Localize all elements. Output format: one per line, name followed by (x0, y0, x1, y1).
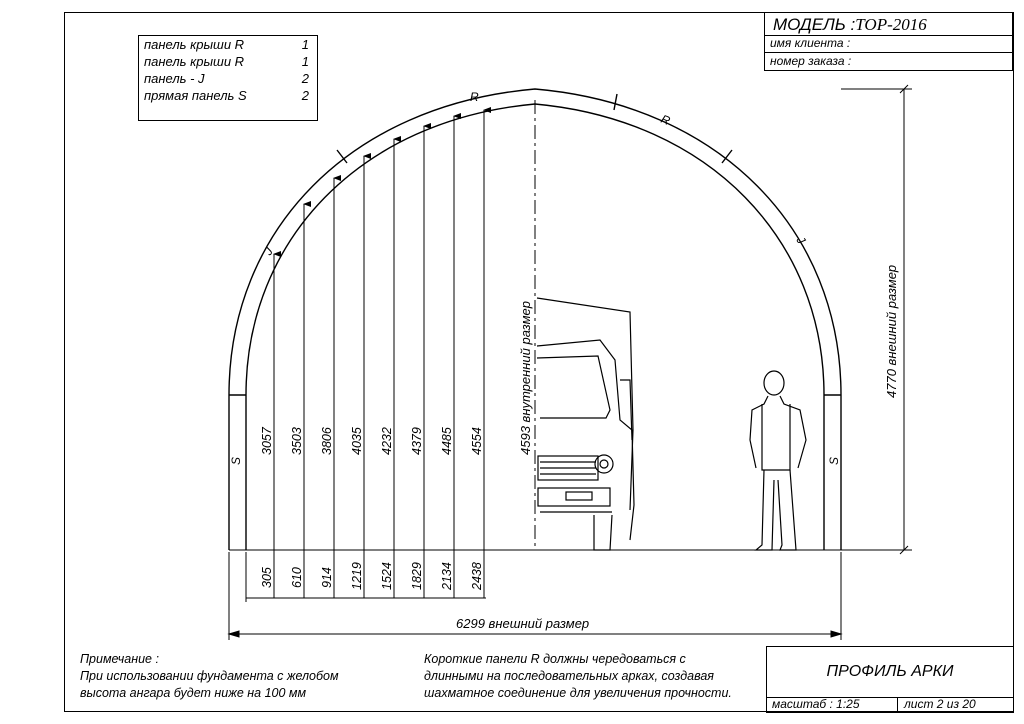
note-heading: Примечание : (80, 652, 159, 666)
note-foundation: Примечание : При использовании фундамент… (80, 651, 339, 702)
outer-width-dimension (227, 552, 843, 640)
note-line: шахматное соединение для увеличения проч… (424, 686, 732, 700)
legend-panel-name: прямая панель S (144, 88, 247, 103)
note-line: При использовании фундамента с желобом (80, 669, 339, 683)
panel-label-r-top: R (470, 90, 479, 104)
panel-label-s-right: S (827, 457, 841, 465)
panel-joint (721, 149, 733, 164)
legend-row: панель - J 2 (144, 71, 311, 88)
legend-panel-qty: 1 (301, 54, 309, 69)
stamp-info-row: масштаб : 1:25 лист 2 из 20 (766, 697, 1014, 713)
client-name-cell: имя клиента : (764, 35, 1013, 53)
drawing-title: ПРОФИЛЬ АРКИ (826, 663, 954, 680)
height-label: 4379 (410, 427, 424, 455)
offset-label: 610 (290, 567, 304, 588)
offset-label: 1524 (380, 562, 394, 590)
panel-label-j-right: J (793, 233, 809, 248)
height-label: 3806 (320, 427, 334, 455)
model-value: TOP-2016 (855, 15, 927, 34)
legend-panel-name: панель крыши R (144, 37, 245, 52)
legend-panel-name: панель крыши R (144, 54, 245, 69)
panel-legend: панель крыши R 1 панель крыши R 1 панель… (138, 35, 318, 121)
height-label: 4232 (380, 427, 394, 455)
offset-label: 914 (320, 567, 334, 588)
legend-panel-qty: 2 (301, 71, 309, 86)
drawing-frame (64, 12, 1014, 712)
height-label: 3503 (290, 427, 304, 455)
legend-panel-name: панель - J (144, 71, 205, 86)
panel-joint (336, 149, 348, 164)
offset-label: 305 (260, 567, 274, 588)
height-label: 4554 (470, 427, 484, 455)
offset-label: 2134 (440, 562, 454, 591)
height-dimension-lines (245, 107, 491, 602)
order-number-cell: номер заказа : (764, 52, 1013, 71)
note-line: Короткие панели R должны чередоваться с (424, 652, 686, 666)
note-line: длинными на последовательных арках, созд… (424, 669, 714, 683)
legend-row: панель крыши R 1 (144, 54, 311, 71)
inner-height-label: 4593 внутренний размер (518, 301, 533, 455)
legend-row: панель крыши R 1 (144, 37, 311, 54)
order-number-label: номер заказа : (770, 54, 852, 68)
arch-outer-contour (228, 88, 842, 550)
legend-row: прямая панель S 2 (144, 88, 311, 105)
outer-width-label: 6299 внешний размер (456, 616, 589, 631)
legend-panel-qty: 1 (301, 37, 309, 52)
height-label: 3057 (260, 426, 274, 455)
panel-label-s-left: S (229, 457, 243, 465)
legend-panel-qty: 2 (301, 88, 309, 103)
panel-label-r-right: R (659, 112, 673, 128)
height-label: 4035 (350, 427, 364, 455)
note-line: высота ангара будет ниже на 100 мм (80, 686, 307, 700)
outer-height-label: 4770 внешний размер (884, 265, 899, 398)
panel-joint (613, 93, 618, 111)
drawing-stamp: ПРОФИЛЬ АРКИ (766, 646, 1014, 698)
offset-label: 1219 (350, 562, 364, 590)
client-name-label: имя клиента : (770, 36, 851, 50)
sheet-number: лист 2 из 20 (897, 697, 976, 712)
drawing-scale: масштаб : 1:25 (772, 697, 860, 711)
offset-label: 2438 (470, 562, 484, 591)
outer-height-dimension (841, 84, 912, 555)
height-label: 4485 (440, 427, 454, 455)
model-cell: МОДЕЛЬ :TOP-2016 (764, 12, 1013, 36)
note-panels: Короткие панели R должны чередоваться с … (424, 651, 732, 702)
offset-label: 1829 (410, 562, 424, 590)
person-illustration (749, 370, 807, 551)
truck-illustration (536, 297, 635, 551)
model-label: МОДЕЛЬ : (773, 15, 856, 34)
